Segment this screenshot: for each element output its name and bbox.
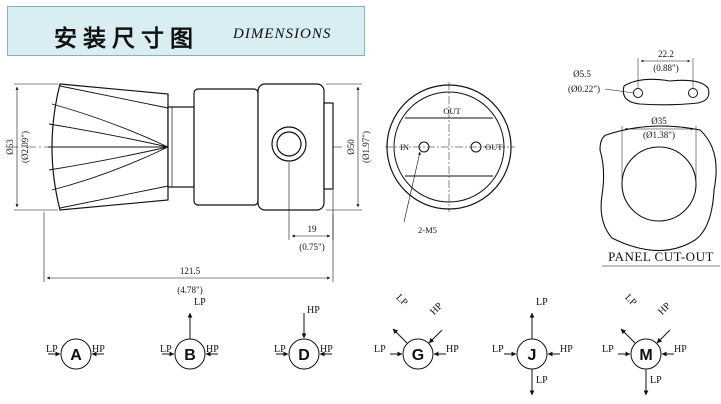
config-d-hp-top: HP xyxy=(307,305,320,316)
dia-50-label: Ø50 xyxy=(346,139,356,155)
config-d-hp-right: HP xyxy=(320,344,333,355)
dia-53-inch-label: (Ø2.09") xyxy=(20,131,30,163)
mounting-slot xyxy=(622,78,710,106)
thread-label: 2-M5 xyxy=(418,225,437,235)
side-port-inner xyxy=(276,131,302,157)
title-english: DIMENSIONS xyxy=(233,26,332,42)
config-g-hp: HP xyxy=(446,344,459,355)
config-a xyxy=(48,338,104,370)
config-j-lp-bottom: LP xyxy=(536,375,548,386)
config-g-lp-diag: LP xyxy=(394,292,410,308)
config-j-lp-top: LP xyxy=(536,297,548,308)
config-a-circle xyxy=(60,338,92,370)
out-port-hole xyxy=(470,141,482,153)
config-m-lp-diag: LP xyxy=(623,292,639,308)
config-g-circle xyxy=(402,338,434,370)
config-b-hp: HP xyxy=(206,344,219,355)
hole-dia-label: Ø5.5 xyxy=(573,69,591,79)
length-inch-label: (4.78") xyxy=(177,285,202,295)
dia-50-inch-label: (Ø1.97") xyxy=(361,131,371,163)
dia-53-label: Ø53 xyxy=(5,139,15,155)
config-d xyxy=(276,313,332,370)
config-m-lp: LP xyxy=(602,344,614,355)
depth-inch-label: (0.75") xyxy=(299,242,324,252)
config-a-letter: A xyxy=(70,347,82,364)
config-b-lp-left: LP xyxy=(160,344,172,355)
title-chinese: 安装尺寸图 xyxy=(54,25,199,52)
side-view xyxy=(8,83,345,211)
config-b xyxy=(162,312,218,370)
in-port-hole xyxy=(418,141,430,153)
config-m xyxy=(618,328,674,396)
hole-dia-inch-label: (Ø0.22") xyxy=(568,84,600,94)
config-m-hp: HP xyxy=(674,344,687,355)
length-label: 121.5 xyxy=(180,266,201,276)
config-j-lp-left: LP xyxy=(492,344,504,355)
config-a-lp: LP xyxy=(46,344,58,355)
in-port-label: IN xyxy=(400,142,409,152)
side-dimensions xyxy=(14,83,362,282)
config-b-lp-top: LP xyxy=(194,297,206,308)
cutout-dia-label: Ø35 xyxy=(651,116,667,126)
end-view xyxy=(385,82,515,223)
config-g xyxy=(390,328,446,370)
config-m-hp-diag: HP xyxy=(656,300,673,317)
config-d-circle xyxy=(288,338,320,370)
port-configurations xyxy=(48,312,674,396)
config-j-hp: HP xyxy=(560,344,573,355)
hole-spacing-label: 22.2 xyxy=(658,49,674,59)
panel-cutout xyxy=(599,58,717,252)
cutout-circle xyxy=(621,146,697,222)
hole-spacing-inch-label: (0.88") xyxy=(653,63,678,73)
config-j xyxy=(504,312,560,396)
config-a-hp: HP xyxy=(92,344,105,355)
config-d-lp: LP xyxy=(274,344,286,355)
title-banner: 安装尺寸图 DIMENSIONS xyxy=(7,6,365,56)
mount-hole-left xyxy=(633,88,643,98)
bonnet xyxy=(193,88,259,206)
depth-label: 19 xyxy=(308,224,318,234)
config-g-hp-diag: HP xyxy=(428,300,445,317)
config-j-letter: J xyxy=(528,347,537,364)
mount-hole-right xyxy=(688,88,698,98)
config-d-letter: D xyxy=(298,347,310,364)
out-top-label: OUT xyxy=(443,106,461,116)
out-right-label: OUT xyxy=(485,142,503,152)
cutout-outline xyxy=(599,125,717,252)
end-cap xyxy=(323,102,334,190)
config-g-lp: LP xyxy=(374,344,386,355)
config-m-letter: M xyxy=(639,347,652,364)
config-b-letter: B xyxy=(184,347,196,364)
panel-caption: PANEL CUT-OUT xyxy=(608,249,714,264)
config-m-lp-bottom: LP xyxy=(650,375,662,386)
config-g-letter: G xyxy=(412,347,424,364)
cutout-dia-inch-label: (Ø1.38") xyxy=(643,130,675,140)
